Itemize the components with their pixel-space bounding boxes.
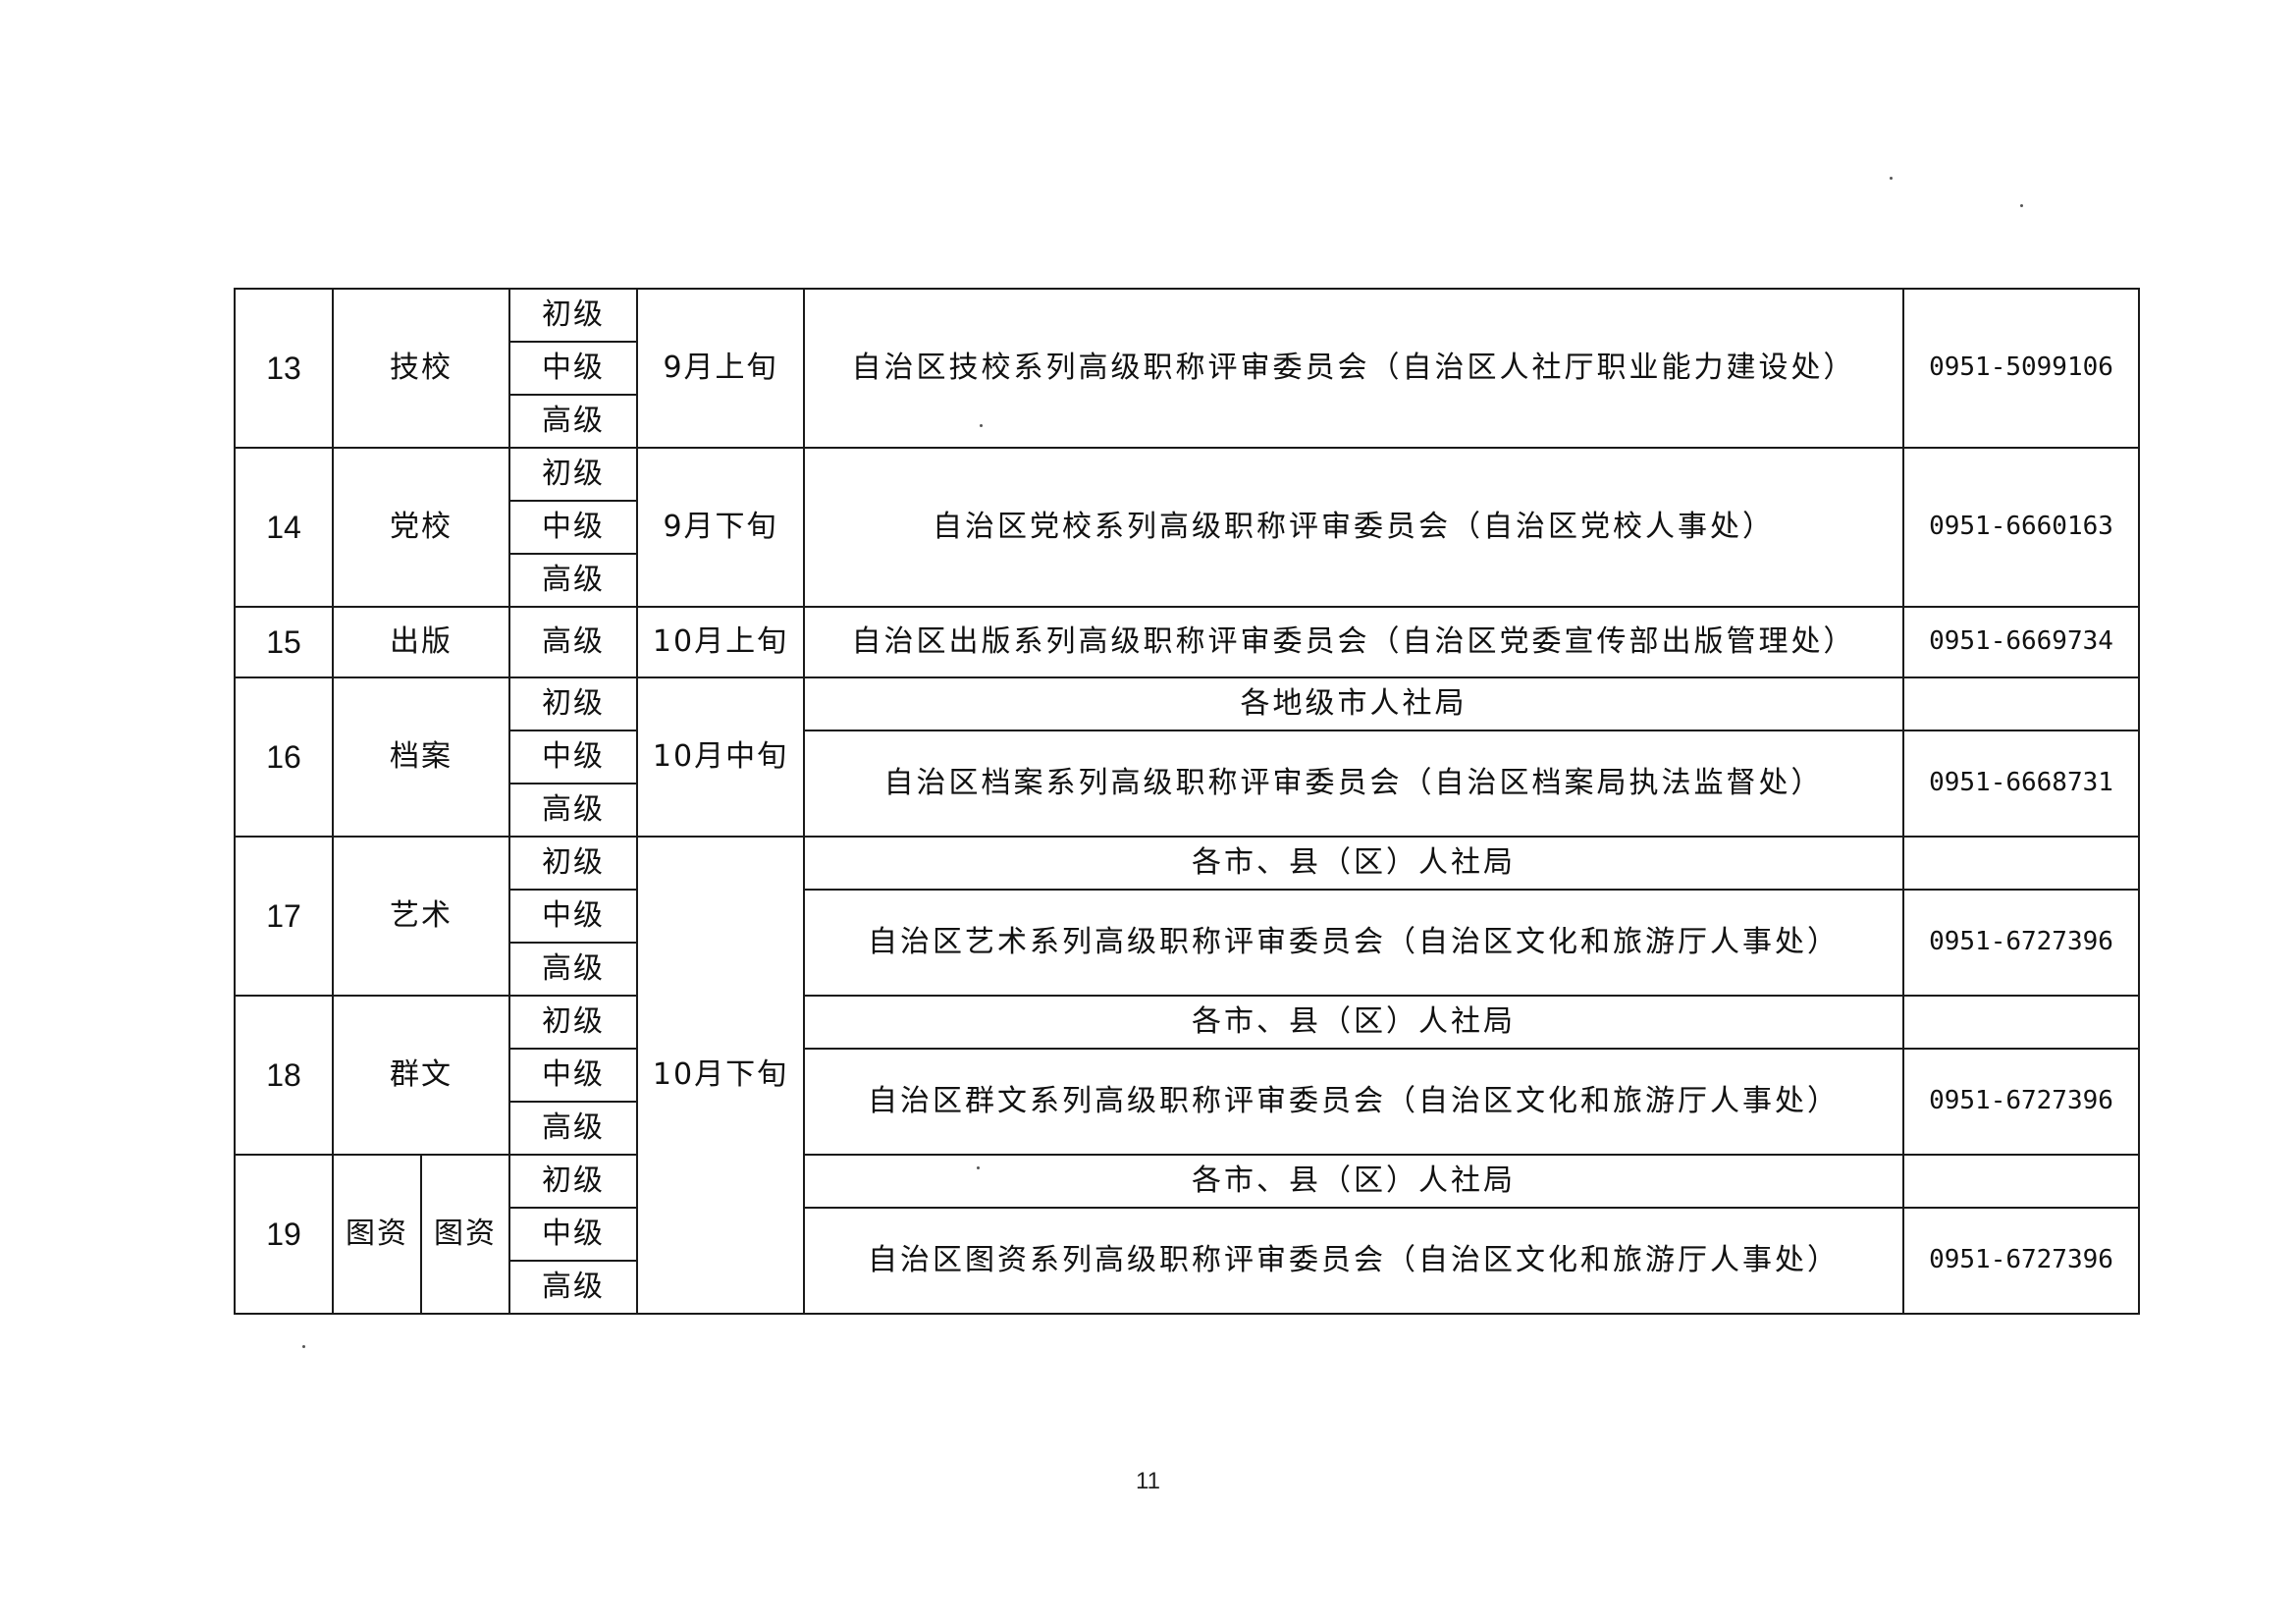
table-row: 14 党校 初级 9月下旬 自治区党校系列高级职称评审委员会（自治区党校人事处）… — [234, 447, 2140, 608]
table-row: 中级 自治区档案系列高级职称评审委员会（自治区档案局执法监督处） 0951-66… — [235, 730, 2140, 838]
level-cell: 中级 — [508, 1207, 638, 1262]
local-review-org: 各市、县（区）人社局 — [803, 836, 1904, 891]
review-time: 10月上旬 — [636, 606, 805, 678]
contact-phone: 0951-6668731 — [1902, 730, 2140, 838]
table-row: 中级 自治区群文系列高级职称评审委员会（自治区文化和旅游厅人事处） 0951-6… — [235, 1048, 2140, 1156]
review-committee: 自治区出版系列高级职称评审委员会（自治区党委宣传部出版管理处） — [803, 606, 1904, 678]
table-row: 18 群文 初级 各市、县（区）人社局 — [234, 995, 2140, 1156]
table-row: 高级 — [235, 394, 2139, 449]
row-number: 14 — [234, 447, 334, 608]
level-cell: 高级 — [508, 553, 638, 608]
series-name-b: 图资 — [420, 1154, 510, 1315]
review-time: 9月下旬 — [636, 447, 805, 608]
table-row: 16 档案 初级 10月中旬 各地级市人社局 — [234, 676, 2140, 838]
contact-phone: 0951-6727396 — [1902, 1207, 2140, 1315]
series-name: 群文 — [332, 995, 510, 1156]
local-review-org: 各市、县（区）人社局 — [803, 995, 1904, 1050]
table-row: 高级 — [235, 553, 2139, 608]
level-cell: 初级 — [508, 676, 638, 731]
level-cell: 中级 — [508, 500, 638, 555]
contact-phone: 0951-6669734 — [1902, 606, 2140, 678]
level-cell: 初级 — [508, 447, 638, 502]
page-number: 11 — [1136, 1468, 1160, 1494]
table-row: 高级 — [235, 1260, 2139, 1315]
scan-speck — [2020, 204, 2023, 207]
review-time: 10月中旬 — [636, 676, 805, 838]
level-cell: 中级 — [508, 730, 638, 784]
contact-phone: 0951-5099106 — [1902, 288, 2140, 449]
row-number: 19 — [234, 1154, 334, 1315]
table-row: 15 出版 高级 10月上旬 自治区出版系列高级职称评审委员会（自治区党委宣传部… — [234, 606, 2140, 678]
contact-phone-empty — [1902, 1154, 2140, 1209]
level-cell: 高级 — [508, 394, 638, 449]
level-cell: 中级 — [508, 889, 638, 944]
contact-phone-empty — [1902, 836, 2140, 891]
contact-phone: 0951-6727396 — [1902, 889, 2140, 997]
scan-speck — [980, 424, 983, 427]
review-committee: 自治区党校系列高级职称评审委员会（自治区党校人事处） — [803, 447, 1904, 608]
table-row: 19 图资 图资 初级 各市、县（区）人社局 — [234, 1154, 2140, 1315]
table-row: 高级 — [235, 1101, 2139, 1156]
series-name: 出版 — [332, 606, 510, 678]
schedule-table: 13 技校 初级 9月上旬 自治区技校系列高级职称评审委员会（自治区人社厅职业能… — [234, 288, 2140, 1315]
table-row: 13 技校 初级 9月上旬 自治区技校系列高级职称评审委员会（自治区人社厅职业能… — [234, 288, 2140, 449]
review-committee: 自治区群文系列高级职称评审委员会（自治区文化和旅游厅人事处） — [803, 1048, 1904, 1156]
table-row: 高级 — [235, 942, 2139, 997]
scan-speck — [977, 1166, 980, 1169]
series-name: 档案 — [332, 676, 510, 838]
level-cell: 高级 — [508, 1260, 638, 1315]
level-cell: 高级 — [508, 1101, 638, 1156]
level-cell: 初级 — [508, 836, 638, 891]
series-name: 技校 — [332, 288, 510, 449]
level-cell: 高级 — [508, 606, 638, 678]
local-review-org: 各市、县（区）人社局 — [803, 1154, 1904, 1209]
row-number: 17 — [234, 836, 334, 997]
contact-phone-empty — [1902, 676, 2140, 731]
table-row: 中级 自治区艺术系列高级职称评审委员会（自治区文化和旅游厅人事处） 0951-6… — [235, 889, 2140, 997]
row-number: 15 — [234, 606, 334, 678]
level-cell: 初级 — [508, 1154, 638, 1209]
level-cell: 中级 — [508, 341, 638, 396]
table-row: 高级 — [235, 783, 2139, 838]
table-row: 17 艺术 初级 10月下旬 各市、县（区）人社局 — [234, 836, 2140, 1315]
table-row: 中级 — [235, 341, 2139, 396]
series-name: 党校 — [332, 447, 510, 608]
scan-speck — [302, 1345, 305, 1348]
scan-speck — [1890, 177, 1893, 180]
contact-phone: 0951-6727396 — [1902, 1048, 2140, 1156]
contact-phone: 0951-6660163 — [1902, 447, 2140, 608]
review-committee: 自治区技校系列高级职称评审委员会（自治区人社厅职业能力建设处） — [803, 288, 1904, 449]
review-committee: 自治区图资系列高级职称评审委员会（自治区文化和旅游厅人事处） — [803, 1207, 1904, 1315]
level-cell: 初级 — [508, 288, 638, 343]
level-cell: 高级 — [508, 783, 638, 838]
series-name-a: 图资 — [332, 1154, 422, 1315]
level-cell: 中级 — [508, 1048, 638, 1103]
review-committee: 自治区档案系列高级职称评审委员会（自治区档案局执法监督处） — [803, 730, 1904, 838]
level-cell: 初级 — [508, 995, 638, 1050]
row-number: 16 — [234, 676, 334, 838]
review-time: 10月下旬 — [636, 836, 805, 1315]
contact-phone-empty — [1902, 995, 2140, 1050]
table-row: 中级 自治区图资系列高级职称评审委员会（自治区文化和旅游厅人事处） 0951-6… — [235, 1207, 2140, 1315]
review-committee: 自治区艺术系列高级职称评审委员会（自治区文化和旅游厅人事处） — [803, 889, 1904, 997]
table-row: 中级 — [235, 500, 2139, 555]
row-number: 18 — [234, 995, 334, 1156]
series-name: 艺术 — [332, 836, 510, 997]
local-review-org: 各地级市人社局 — [803, 676, 1904, 731]
level-cell: 高级 — [508, 942, 638, 997]
review-time: 9月上旬 — [636, 288, 805, 449]
row-number: 13 — [234, 288, 334, 449]
